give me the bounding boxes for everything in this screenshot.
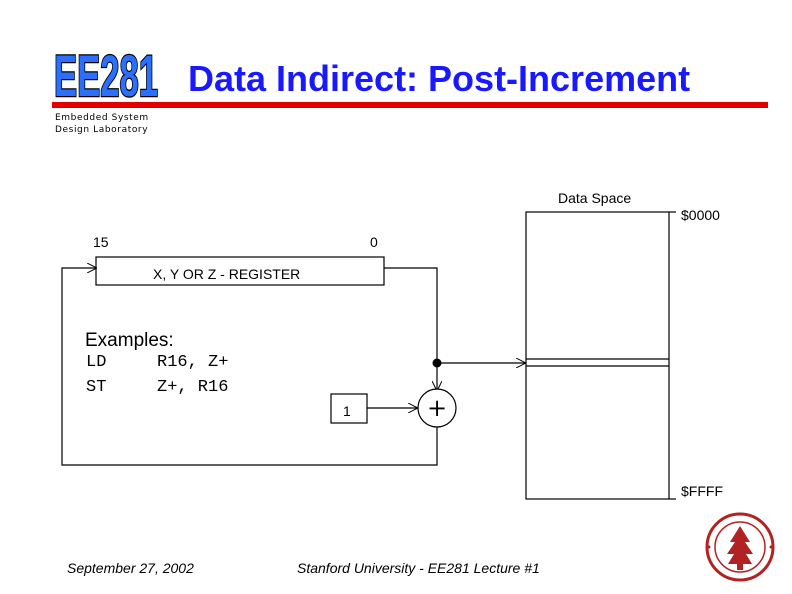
example-row-1-op: LD	[86, 353, 107, 372]
register-output-line	[384, 267, 438, 363]
data-space-box	[525, 211, 670, 500]
bit-high-label: 15	[93, 234, 109, 250]
register-label: X, Y OR Z - REGISTER	[153, 266, 301, 282]
bit-low-label: 0	[370, 234, 378, 250]
plus-sign: +	[427, 395, 447, 421]
footer-date: September 27, 2002	[67, 560, 194, 576]
slide-title: Data Indirect: Post-Increment	[188, 58, 691, 99]
example-row-2-op: ST	[86, 378, 107, 397]
data-space-title: Data Space	[558, 190, 632, 206]
feedback-line	[61, 268, 438, 466]
constant-label: 1	[343, 403, 351, 419]
title-rule	[52, 102, 768, 108]
footer-course: Stanford University - EE281 Lecture #1	[297, 560, 540, 576]
lab-name: Embedded System Design Laboratory	[55, 113, 149, 135]
example-row-1-args: R16, Z+	[157, 353, 229, 372]
adder-operator: +	[427, 395, 447, 421]
example-row-2-args: Z+, R16	[157, 378, 229, 397]
end-address-label: $FFFF	[681, 483, 723, 499]
examples-title: Examples:	[85, 330, 174, 351]
stanford-seal-icon	[705, 512, 775, 582]
ee281-logo: EE281	[53, 44, 160, 102]
start-address-label: $0000	[681, 207, 720, 223]
logo-text: EE281	[54, 44, 158, 102]
